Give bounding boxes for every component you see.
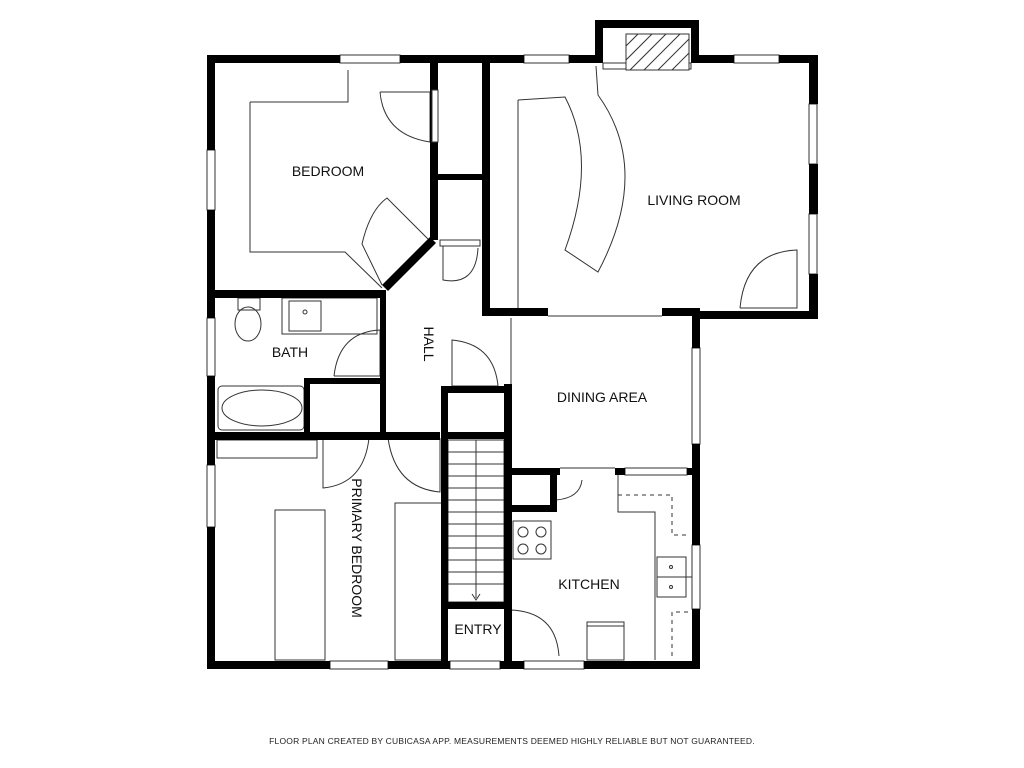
- window-living-right-2: [808, 213, 818, 275]
- fireplace: [602, 28, 692, 71]
- window-living-top-2: [733, 54, 780, 64]
- primary-closet-shelf: [216, 439, 318, 459]
- window-primary-bottom: [329, 660, 389, 670]
- kitchen-pantry-door: [555, 479, 583, 501]
- hall-closet-panel: [439, 239, 481, 247]
- kitchen-counter-dash2: [671, 611, 688, 660]
- stove-burner-4: [535, 543, 547, 555]
- wall-top-left: [207, 55, 340, 63]
- primary-bed-left: [274, 509, 326, 661]
- wall-bath-bottom: [215, 432, 440, 440]
- floor-plan-disclaimer: FLOOR PLAN CREATED BY CUBICASA APP. MEAS…: [269, 736, 755, 746]
- hall-door-right: [451, 339, 499, 387]
- wall-diagonal: [382, 237, 436, 291]
- window-kitchen-right: [691, 544, 701, 610]
- wall-left: [207, 55, 215, 150]
- window-bath-left: [206, 317, 216, 377]
- wall-stair-left: [441, 386, 448, 669]
- label-bedroom: BEDROOM: [292, 163, 364, 179]
- closet-panel: [431, 89, 439, 143]
- entry-door: [510, 609, 560, 657]
- bath-vanity: [281, 297, 378, 335]
- kitchen-sink-drain-2: [669, 585, 673, 589]
- window-living-top-1: [523, 54, 570, 64]
- wall-kitchen-top: [504, 468, 560, 475]
- label-bath: BATH: [272, 344, 308, 360]
- chimney-wall-left: [595, 20, 603, 63]
- label-dining-area: DINING AREA: [557, 389, 648, 405]
- bathtub: [217, 385, 305, 431]
- window-kitchen-bottom: [523, 660, 585, 670]
- window-primary-left: [206, 464, 216, 528]
- window-dining-right: [691, 347, 701, 445]
- toilet-bowl: [234, 306, 262, 342]
- label-entry: ENTRY: [454, 621, 502, 637]
- window-bedroom-left: [206, 149, 216, 211]
- primary-bed-right: [394, 502, 443, 661]
- window-entry-bottom: [449, 660, 501, 670]
- stairs: [447, 439, 505, 603]
- wall-right-living: [809, 55, 818, 104]
- bath-door: [333, 329, 381, 377]
- wall-bottom: [207, 661, 330, 669]
- bath-sink: [288, 300, 322, 332]
- window-living-right-1: [808, 103, 818, 165]
- wall-living-bottom: [692, 311, 818, 319]
- label-living-room: LIVING ROOM: [647, 192, 740, 208]
- bedroom-closet-door: [379, 91, 431, 143]
- toilet-tank: [237, 297, 261, 311]
- bedroom-door: [361, 197, 430, 286]
- primary-closet-door-1: [322, 437, 370, 489]
- wall-closet-left: [430, 63, 438, 240]
- kitchen-sink-drain-1: [669, 565, 673, 569]
- stove-burner-1: [517, 526, 529, 538]
- bathtub-basin: [221, 389, 303, 427]
- stove-burner-3: [517, 543, 529, 555]
- doors: [322, 91, 798, 657]
- hall-closet-door: [442, 244, 479, 282]
- kitchen-sink-1: [656, 556, 687, 578]
- kitchen-sink-2: [656, 576, 687, 598]
- label-hall: HALL: [421, 326, 437, 361]
- bedroom-bed: [249, 102, 383, 289]
- wall-bedroom-bottom: [215, 290, 385, 298]
- primary-closet-door-2: [387, 437, 441, 493]
- stove: [512, 520, 552, 560]
- walls: [207, 20, 818, 669]
- bedroom-furniture: [250, 70, 349, 103]
- label-primary-bedroom: PRIMARY BEDROOM: [349, 478, 365, 618]
- window-kitchen-top: [624, 467, 688, 476]
- bath-sink-drain: [302, 309, 308, 315]
- living-room-door: [739, 249, 798, 309]
- stove-burner-2: [535, 526, 547, 538]
- label-kitchen: KITCHEN: [558, 576, 619, 592]
- fixtures: [216, 65, 692, 661]
- curved-sofa: [517, 65, 626, 273]
- kitchen-fridge: [586, 621, 625, 661]
- window-bedroom-top: [339, 54, 401, 64]
- kitchen-counter-top: [617, 475, 656, 660]
- kitchen-counter-dash: [618, 494, 688, 536]
